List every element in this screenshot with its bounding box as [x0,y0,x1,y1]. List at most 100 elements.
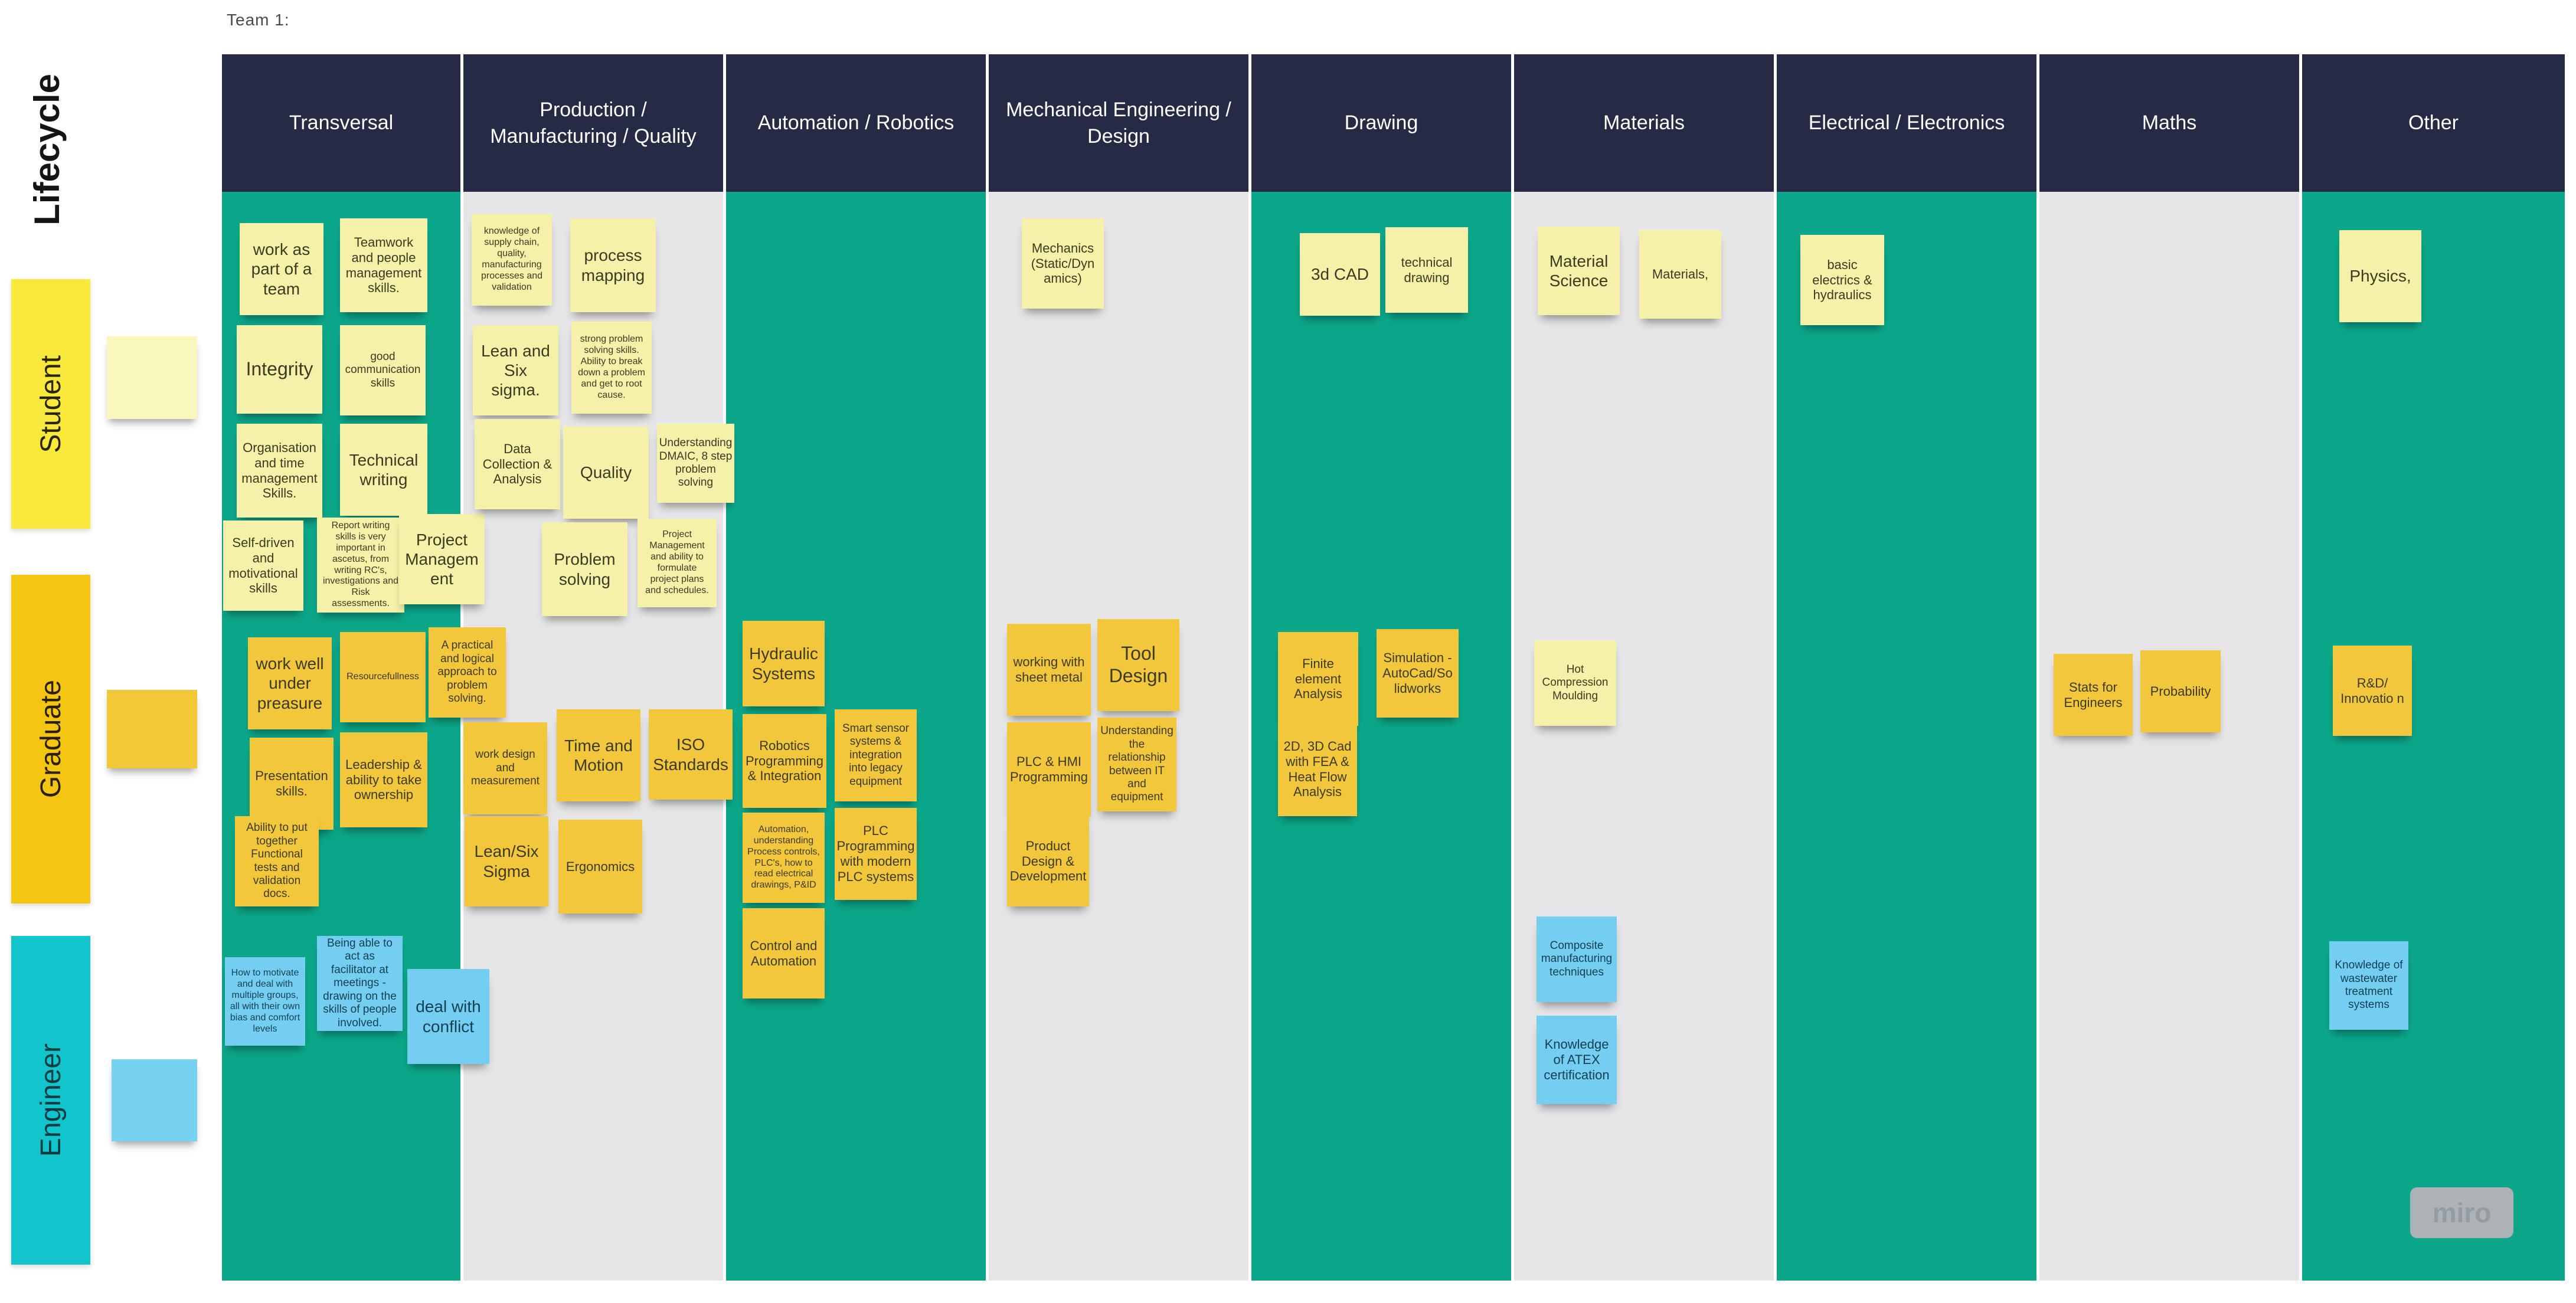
sticky-note[interactable]: Tool Design [1097,619,1179,711]
sticky-note[interactable]: knowledge of supply chain, quality, manu… [472,214,552,306]
sticky-note-text: Data Collection & Analysis [482,441,553,487]
sticky-note[interactable]: Project Management and ability to formul… [638,519,717,607]
column-header-label: Mechanical Engineering / Design [1006,99,1231,148]
column-header-materials[interactable]: Materials [1514,54,1774,192]
sticky-note-text: Organisation and time management Skills. [241,440,318,501]
sticky-note[interactable]: Organisation and time management Skills. [237,424,322,518]
sticky-note[interactable]: 3d CAD [1300,233,1380,316]
column-header-production-manufacturing-quality[interactable]: Production / Manufacturing / Quality [463,54,723,192]
sticky-note[interactable]: Report writing skills is very important … [317,518,404,613]
sticky-note[interactable]: process mapping [570,218,656,312]
sticky-note-text: Problem solving [554,550,616,588]
sticky-note[interactable]: Robotics Programming & Integration [743,714,826,808]
sticky-note[interactable]: ISO Standards [649,709,733,800]
sticky-note[interactable]: Stats for Engineers [2054,654,2133,736]
sticky-note-text: Probability [2150,683,2211,699]
sticky-note[interactable]: A practical and logical approach to prob… [429,627,506,718]
sticky-note[interactable]: good communication skills [340,325,426,415]
column-header-label: Transversal [289,112,394,135]
sticky-note-text: A practical and logical approach to prob… [437,639,497,705]
sticky-note[interactable]: Hydraulic Systems [743,621,825,706]
sticky-note[interactable]: PLC Programming with modern PLC systems [835,808,917,900]
sticky-note-text: Presentation skills. [255,768,328,798]
sticky-note[interactable]: Self-driven and motivational skills [223,520,303,611]
sticky-note[interactable]: deal with conflict [407,969,489,1064]
sticky-note[interactable]: working with sheet metal [1007,624,1091,716]
sticky-note[interactable]: Time and Motion [557,709,640,801]
sticky-note[interactable]: basic electrics & hydraulics [1800,235,1884,325]
sticky-note-text: basic electrics & hydraulics [1812,257,1872,303]
sticky-note[interactable]: work as part of a team [240,223,323,315]
column-header-mechanical-engineering-design[interactable]: Mechanical Engineering / Design [989,54,1248,192]
sticky-swatch-student[interactable] [107,336,197,419]
sticky-note[interactable]: Quality [563,427,649,519]
sticky-note[interactable]: work well under preasure [248,637,332,729]
sticky-note-text: strong problem solving skills. Ability t… [578,334,645,400]
sticky-note[interactable]: Mechanics (Static/Dyn amics) [1022,218,1104,309]
sticky-note[interactable]: Probability [2140,650,2221,732]
sticky-note[interactable]: Lean/Six Sigma [465,816,548,906]
sticky-note-text: work design and measurement [470,748,540,788]
sticky-note[interactable]: Presentation skills. [250,738,334,830]
sticky-note[interactable]: 2D, 3D Cad with FEA & Heat Flow Analysis [1278,722,1357,816]
sticky-note[interactable]: Integrity [237,325,322,414]
sticky-note-text: Finite element Analysis [1294,656,1342,702]
sticky-note-text: Time and Motion [564,736,633,774]
sticky-note[interactable]: Ability to put together Functional tests… [235,816,319,906]
sticky-note[interactable]: Being able to act as facilitator at meet… [317,936,403,1031]
column-header-drawing[interactable]: Drawing [1251,54,1511,192]
sticky-swatch-engineer[interactable] [112,1059,197,1141]
sticky-note[interactable]: PLC & HMI Programming [1007,722,1091,816]
sticky-note[interactable]: Data Collection & Analysis [475,419,560,509]
column-header-transversal[interactable]: Transversal [222,54,460,192]
row-label-student[interactable]: Student [11,279,90,529]
sticky-note[interactable]: R&D/ Innovatio n [2333,646,2412,736]
sticky-note[interactable]: Control and Automation [743,908,825,998]
miro-watermark[interactable]: miro [2410,1187,2513,1238]
column-header-automation-robotics[interactable]: Automation / Robotics [726,54,986,192]
sticky-note[interactable]: Simulation - AutoCad/So lidworks [1377,629,1459,718]
sticky-note-text: Product Design & Development [1009,838,1087,884]
sticky-note[interactable]: How to motivate and deal with multiple g… [225,957,305,1046]
sticky-note[interactable]: Knowledge of ATEX certification [1537,1016,1617,1104]
sticky-note[interactable]: Project Managem ent [399,514,485,604]
sticky-note[interactable]: Problem solving [542,522,627,616]
row-label-graduate[interactable]: Graduate [11,575,90,903]
sticky-note-text: ISO Standards [653,735,728,774]
sticky-note[interactable]: Resourcefullness [340,632,426,722]
sticky-swatch-graduate[interactable] [107,690,197,768]
sticky-note[interactable]: Teamwork and people management skills. [340,218,427,312]
sticky-note[interactable]: work design and measurement [463,722,547,814]
sticky-note[interactable]: Finite element Analysis [1278,632,1358,726]
sticky-note[interactable]: Materials, [1639,230,1721,319]
column-header-electrical-electronics[interactable]: Electrical / Electronics [1777,54,2036,192]
sticky-note[interactable]: Knowledge of wastewater treatment system… [2329,941,2408,1030]
sticky-note-text: Hydraulic Systems [749,644,818,683]
sticky-note[interactable]: Physics, [2339,230,2421,322]
sticky-note-text: Knowledge of ATEX certification [1544,1037,1610,1082]
sticky-note[interactable]: Technical writing [340,424,427,516]
sticky-note[interactable]: Hot Compression Moulding [1534,640,1616,726]
sticky-note[interactable]: Smart sensor systems & integration into … [835,709,917,801]
sticky-note[interactable]: Leadership & ability to take ownership [340,732,427,827]
sticky-note[interactable]: strong problem solving skills. Ability t… [571,322,652,414]
sticky-note[interactable]: Product Design & Development [1007,816,1089,906]
row-label-engineer[interactable]: Engineer [11,936,90,1265]
sticky-note[interactable]: Understanding the relationship between I… [1097,718,1176,811]
sticky-note[interactable]: Material Science [1538,227,1620,315]
sticky-note[interactable]: Lean and Six sigma. [473,325,558,415]
column-header-other[interactable]: Other [2302,54,2565,192]
sticky-note[interactable]: Ergonomics [558,820,642,914]
column-header-maths[interactable]: Maths [2039,54,2299,192]
sticky-note-text: Report writing skills is very important … [322,520,399,609]
sticky-note[interactable]: technical drawing [1385,227,1468,313]
sticky-note-text: Mechanics (Static/Dyn amics) [1031,240,1095,286]
sticky-note[interactable]: Automation, understanding Process contro… [743,813,825,903]
sticky-note-text: 3d CAD [1310,265,1369,284]
sticky-note-text: Technical writing [349,450,419,489]
sticky-note[interactable]: Understanding DMAIC, 8 step problem solv… [657,424,734,503]
sticky-note[interactable]: Composite manufacturing techniques [1537,916,1617,1002]
sticky-note-text: Understanding DMAIC, 8 step problem solv… [659,437,733,489]
sticky-note-text: Automation, understanding Process contro… [747,824,820,891]
